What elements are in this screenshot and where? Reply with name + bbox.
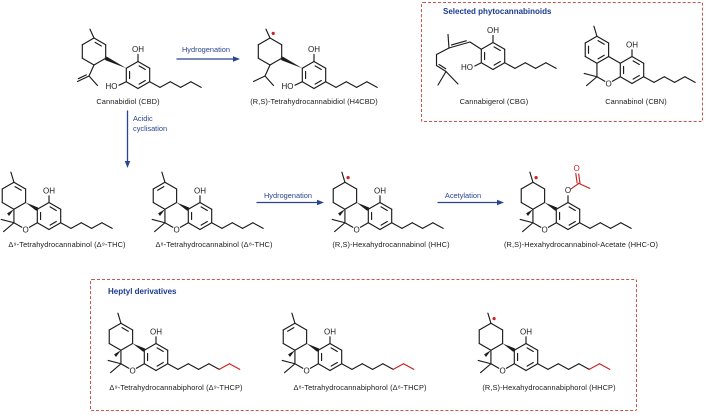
svg-text:OH: OH: [520, 327, 532, 336]
molecule-drawing-d8thcp: O OH: [281, 312, 415, 375]
arrow-label-hydrogenation-2: Hydrogenation: [263, 191, 313, 200]
arrow-label-line: cyclisation: [133, 123, 168, 133]
svg-text:O: O: [500, 366, 506, 375]
structure-cannabidiol: OH HO: [18, 0, 228, 120]
molecule-label-hhc: (R,S)-Hexahydrocannabinol (HHC): [332, 240, 450, 249]
molecule-drawing-hhcp: O OH: [477, 312, 611, 375]
structure-hhc: O OH: [270, 144, 480, 264]
svg-text:O: O: [354, 225, 360, 234]
group-box-title-heptyl-derivatives: Heptyl derivatives: [108, 287, 177, 296]
svg-text:OH: OH: [194, 186, 206, 195]
molecule-label-hhcp: (R,S)-Hexahydrocannabiphorol (HHCP): [482, 383, 616, 392]
svg-text:OH: OH: [374, 186, 386, 195]
svg-text:OH: OH: [132, 45, 144, 54]
svg-text:O: O: [573, 164, 579, 173]
svg-text:O: O: [304, 366, 310, 375]
molecule-label-d9thc: Δ⁹-Tetrahydrocannabinol (Δ⁹-THC): [8, 240, 126, 249]
svg-text:O: O: [606, 79, 612, 88]
structure-cannabinol: O OH: [522, 0, 709, 118]
molecule-label-hhco: (R,S)-Hexahydrocannabinol-Acetate (HHC-O…: [503, 240, 659, 249]
molecule-label-cbg: Cannabigerol (CBG): [459, 97, 529, 106]
svg-text:HO: HO: [282, 82, 294, 91]
arrow-label-acetylation: Acetylation: [444, 191, 482, 200]
molecule-drawing-hhc: O OH: [331, 171, 444, 234]
molecule-drawing-h4cbd: OH HO: [252, 28, 378, 91]
svg-text:OH: OH: [324, 327, 336, 336]
molecule-drawing-cbg: OH HO: [435, 26, 557, 86]
molecule-drawing-d9thcp: O OH: [107, 312, 241, 375]
structure-cannabigerol: OH HO: [378, 0, 588, 101]
svg-text:O: O: [174, 225, 180, 234]
structure-delta9-thcp: O OH: [46, 285, 256, 405]
group-box-phytocannabinoids: [421, 2, 703, 122]
molecule-drawing-cbn: O OH: [583, 25, 696, 88]
molecule-label-d8thcp: Δ⁸-Tetrahydrocannabiphorol (Δ⁸-THCP): [293, 383, 427, 392]
structure-delta8-thc: O OH: [90, 144, 300, 264]
arrow-label-line: Acidic: [133, 114, 153, 123]
svg-text:OH: OH: [150, 327, 162, 336]
molecule-drawing-cbd: OH HO: [76, 28, 202, 91]
svg-text:O: O: [542, 225, 548, 234]
group-box-heptyl-derivatives: [90, 279, 637, 411]
structure-delta8-thcp: O OH: [220, 285, 430, 405]
svg-text:O: O: [565, 186, 571, 195]
molecule-label-cbn: Cannabinol (CBN): [605, 97, 667, 106]
group-box-title-phytocannabinoids: Selected phytocannabinoids: [443, 7, 552, 16]
molecule-drawing-hhco: O O O: [519, 164, 632, 234]
svg-text:O: O: [130, 366, 136, 375]
molecule-label-cbd: Cannabidiol (CBD): [96, 97, 160, 106]
svg-text:OH: OH: [308, 45, 320, 54]
arrow-label-acidic-cyclisation: Acidic cyclisation: [133, 114, 167, 133]
svg-text:OH: OH: [43, 186, 55, 195]
svg-text:OH: OH: [487, 26, 499, 35]
structure-hhcp: O OH: [416, 285, 626, 405]
svg-text:HO: HO: [106, 82, 118, 91]
structure-h4cbd: OH HO: [194, 0, 404, 120]
structure-hhc-acetate: O O O: [458, 144, 668, 264]
svg-text:O: O: [23, 225, 29, 234]
molecule-drawing-d9thc: O OH: [0, 171, 113, 234]
svg-text:HO: HO: [461, 63, 473, 72]
molecule-label-d8thc: Δ⁸-Tetrahydrocannabinol (Δ⁸-THC): [155, 240, 273, 249]
arrow-label-hydrogenation-1: Hydrogenation: [181, 45, 231, 54]
molecule-drawing-d8thc: O OH: [151, 171, 264, 234]
structure-delta9-thc: O OH: [0, 144, 149, 264]
molecule-label-d9thcp: Δ⁹-Tetrahydrocannabiphorol (Δ⁹-THCP): [109, 383, 243, 392]
molecule-label-h4cbd: (R,S)-Tetrahydrocannabidiol (H4CBD): [250, 97, 378, 106]
svg-text:OH: OH: [626, 40, 638, 49]
